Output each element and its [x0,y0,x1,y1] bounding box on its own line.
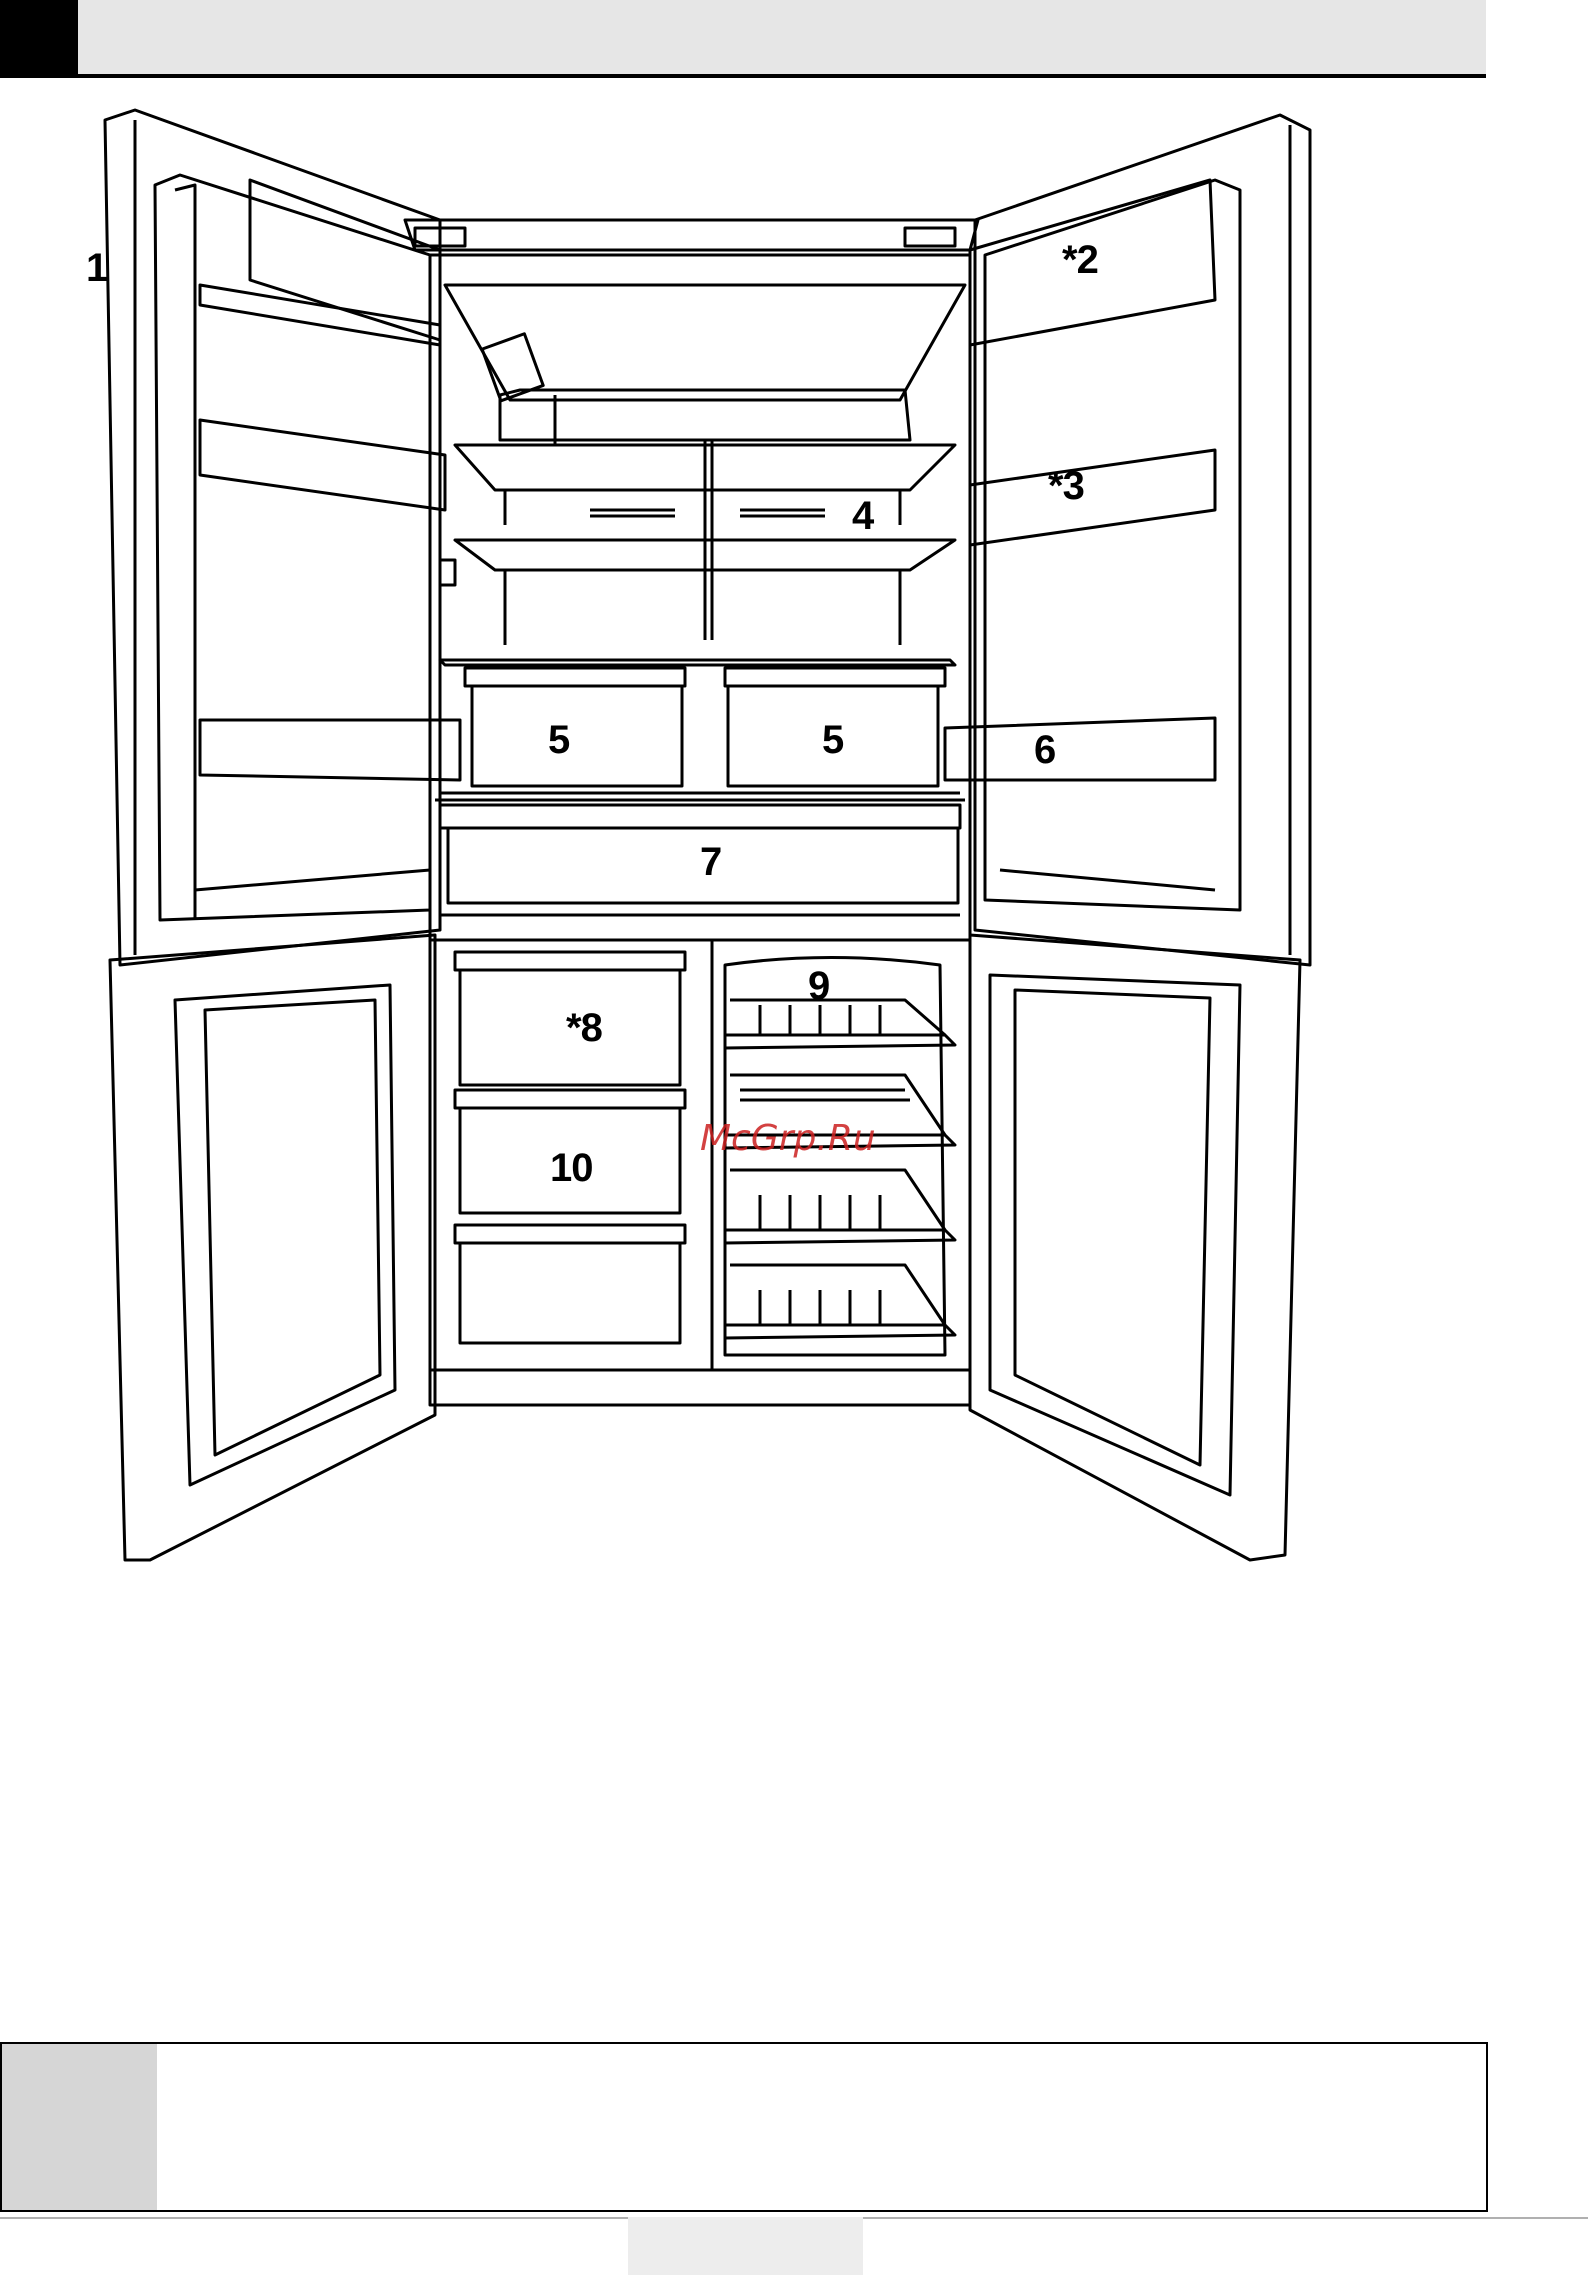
callout-4: 4 [852,496,873,536]
right-upper-door [945,115,1310,965]
note-icon-area [2,2044,157,2210]
shelves [440,440,955,665]
note-box [0,2042,1488,2212]
fridge-interior [445,285,965,445]
cabinet [405,220,978,1405]
left-lower-door [110,935,435,1560]
callout-10: 10 [550,1148,593,1188]
callout-5a: 5 [548,720,569,760]
callout-3: *3 [1048,466,1084,506]
crisper-boxes [435,668,965,800]
callout-5b: 5 [822,720,843,760]
callout-9: 9 [808,966,829,1006]
callout-8: *8 [566,1008,602,1048]
callout-6: 6 [1034,730,1055,770]
left-upper-door [105,110,460,965]
watermark: McGrp.Ru [700,1118,876,1159]
right-lower-door [970,935,1300,1560]
page-number-tab [628,2217,863,2275]
refrigerator-diagram [0,0,1588,1600]
callout-7: 7 [700,842,721,882]
callout-1: 1 [86,248,107,288]
callout-2: *2 [1062,240,1098,280]
